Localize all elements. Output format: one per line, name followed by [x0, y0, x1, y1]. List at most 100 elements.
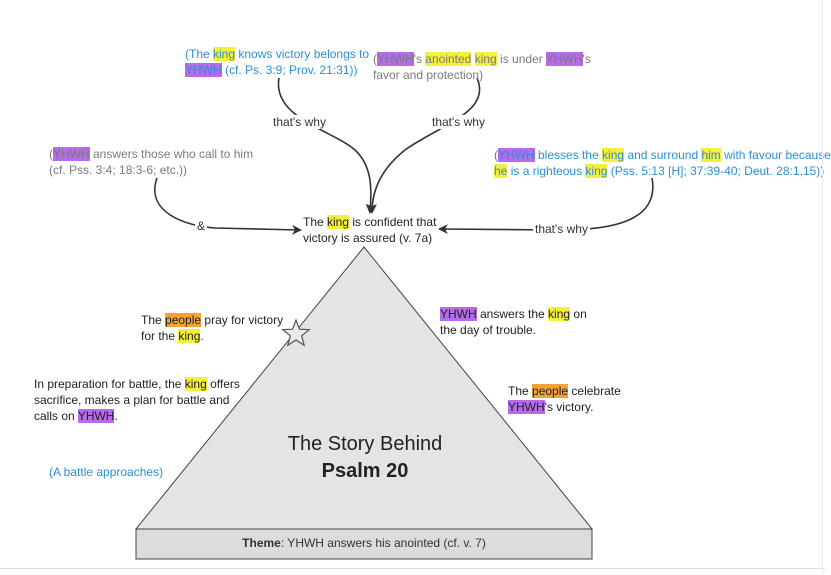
node-line: for the king. [141, 328, 283, 344]
highlight-yhwh: YHWH [440, 307, 477, 321]
text-run: 's [582, 52, 591, 66]
note-line: (YHWH blesses the king and surround him … [494, 147, 831, 163]
theme-statement: Theme: YHWH answers his anointed (cf. v.… [136, 536, 592, 550]
theme-text: : YHWH answers his anointed (cf. v. 7) [280, 536, 486, 550]
note-battle-approaches: (A battle approaches) [49, 464, 163, 480]
theme-base [135, 528, 593, 560]
highlight-yhwh: YHWH [77, 409, 115, 423]
highlight-he: he [494, 164, 508, 178]
text-run: sacrifice, makes a plan for battle and [34, 393, 230, 407]
text-run: and surround [624, 148, 702, 162]
text-run: for the [141, 329, 179, 343]
text-run: favor and protection) [373, 68, 484, 82]
note-king-knows-victory: (The king knows victory belongs to YHWH … [185, 46, 369, 78]
text-run: pray for victory [201, 313, 284, 327]
text-run: 's [413, 52, 426, 66]
text-run: celebrate [568, 384, 621, 398]
theme-label: Theme [242, 536, 281, 550]
text-run: . [114, 409, 118, 423]
text-run: with favour because [720, 148, 831, 162]
star-icon [281, 318, 311, 347]
node-people-celebrate: The people celebrate YHWH's victory. [508, 383, 621, 415]
text-run: 's victory. [544, 400, 594, 414]
note-line: YHWH (cf. Ps. 3:9; Prov. 21:31)) [185, 62, 369, 78]
text-run: is confident that [349, 215, 437, 229]
highlight-king: king [184, 377, 207, 391]
highlight-yhwh: YHWH [498, 148, 535, 162]
text-run: blesses the [534, 148, 603, 162]
text-run: . [200, 329, 204, 343]
edge-label-top-left: that's why [271, 115, 328, 129]
highlight-yhwh: YHWH [377, 52, 414, 66]
note-line: he is a righteous king (Pss. 5:13 [H]; 3… [494, 163, 831, 179]
highlight-people: people [532, 384, 569, 398]
text-run: ( [49, 147, 53, 161]
text-run: ( [494, 148, 498, 162]
text-run: offers [206, 377, 240, 391]
text-run: The [141, 313, 166, 327]
note-line: (cf. Pss. 3:4; 18:3-6; etc.)) [49, 162, 253, 178]
edge-label-mid-left: & [195, 219, 208, 233]
text-run: answers those who call to him [89, 147, 254, 161]
node-line: The people pray for victory [141, 312, 283, 328]
node-line: calls on YHWH. [34, 408, 240, 424]
edge-label-top-right: that's why [430, 115, 487, 129]
node-people-pray: The people pray for victory for the king… [141, 312, 283, 344]
highlight-king: king [327, 215, 350, 229]
note-yhwh-answers-callers: (YHWH answers those who call to him (cf.… [49, 146, 253, 178]
highlight-people: people [165, 313, 202, 327]
arrow-mid-left [154, 177, 302, 235]
text-run: (The [185, 47, 214, 61]
node-yhwh-answers-king: YHWH answers the king on the day of trou… [440, 306, 587, 338]
diagram-title: The Story Behind [287, 433, 443, 455]
highlight-king: king [178, 329, 201, 343]
text-run: is a righteous [507, 164, 586, 178]
node-preparation: In preparation for battle, the king offe… [34, 376, 240, 424]
text-run: the day of trouble. [440, 323, 537, 337]
note-yhwh-blesses-king: (YHWH blesses the king and surround him … [494, 147, 831, 179]
node-line: YHWH's victory. [508, 399, 621, 415]
text-run: (cf. Ps. 3:9; Prov. 21:31)) [221, 63, 358, 77]
text-run: The [508, 384, 533, 398]
text-run: answers the [476, 307, 549, 321]
arrow-top-left [277, 77, 376, 214]
node-line: the day of trouble. [440, 322, 587, 338]
story-triangle [134, 246, 594, 530]
note-line: (YHWH answers those who call to him [49, 146, 253, 162]
text-run: calls on [34, 409, 78, 423]
text-run: is under [496, 52, 546, 66]
text-run: victory is assured (v. 7a) [303, 231, 433, 245]
text-run: ( [373, 52, 377, 66]
node-line: The king is confident that [303, 214, 436, 230]
node-line: In preparation for battle, the king offe… [34, 376, 240, 392]
text-run: In preparation for battle, the [34, 377, 185, 391]
node-line: victory is assured (v. 7a) [303, 230, 436, 246]
note-line: favor and protection) [373, 67, 591, 83]
highlight-king: king [474, 52, 497, 66]
highlight-yhwh: YHWH [508, 400, 545, 414]
text-run: knows victory belongs to [235, 47, 370, 61]
note-anointed-king: (YHWH's anointed king is under YHWH's fa… [373, 51, 591, 83]
highlight-king: king [548, 307, 571, 321]
highlight-king: king [213, 47, 236, 61]
right-divider [822, 0, 823, 575]
text-run: (cf. Pss. 3:4; 18:3-6; etc.)) [49, 163, 188, 177]
highlight-yhwh: YHWH [53, 147, 90, 161]
highlight-yhwh: YHWH [545, 52, 583, 66]
bottom-divider [0, 568, 825, 569]
highlight-anointed: anointed [425, 52, 472, 66]
highlight-yhwh: YHWH [185, 63, 222, 77]
text-run: (A battle approaches) [49, 465, 164, 479]
edge-label-mid-right: that's why [533, 222, 590, 236]
text-run: on [570, 307, 587, 321]
note-line: (YHWH's anointed king is under YHWH's [373, 51, 591, 67]
node-king-confident: The king is confident that victory is as… [303, 214, 436, 246]
text-run: The [303, 215, 328, 229]
highlight-king: king [602, 148, 625, 162]
arrow-top-right [367, 77, 481, 214]
node-line: sacrifice, makes a plan for battle and [34, 392, 240, 408]
diagram-subtitle: Psalm 20 [321, 460, 409, 482]
node-line: YHWH answers the king on [440, 306, 587, 322]
